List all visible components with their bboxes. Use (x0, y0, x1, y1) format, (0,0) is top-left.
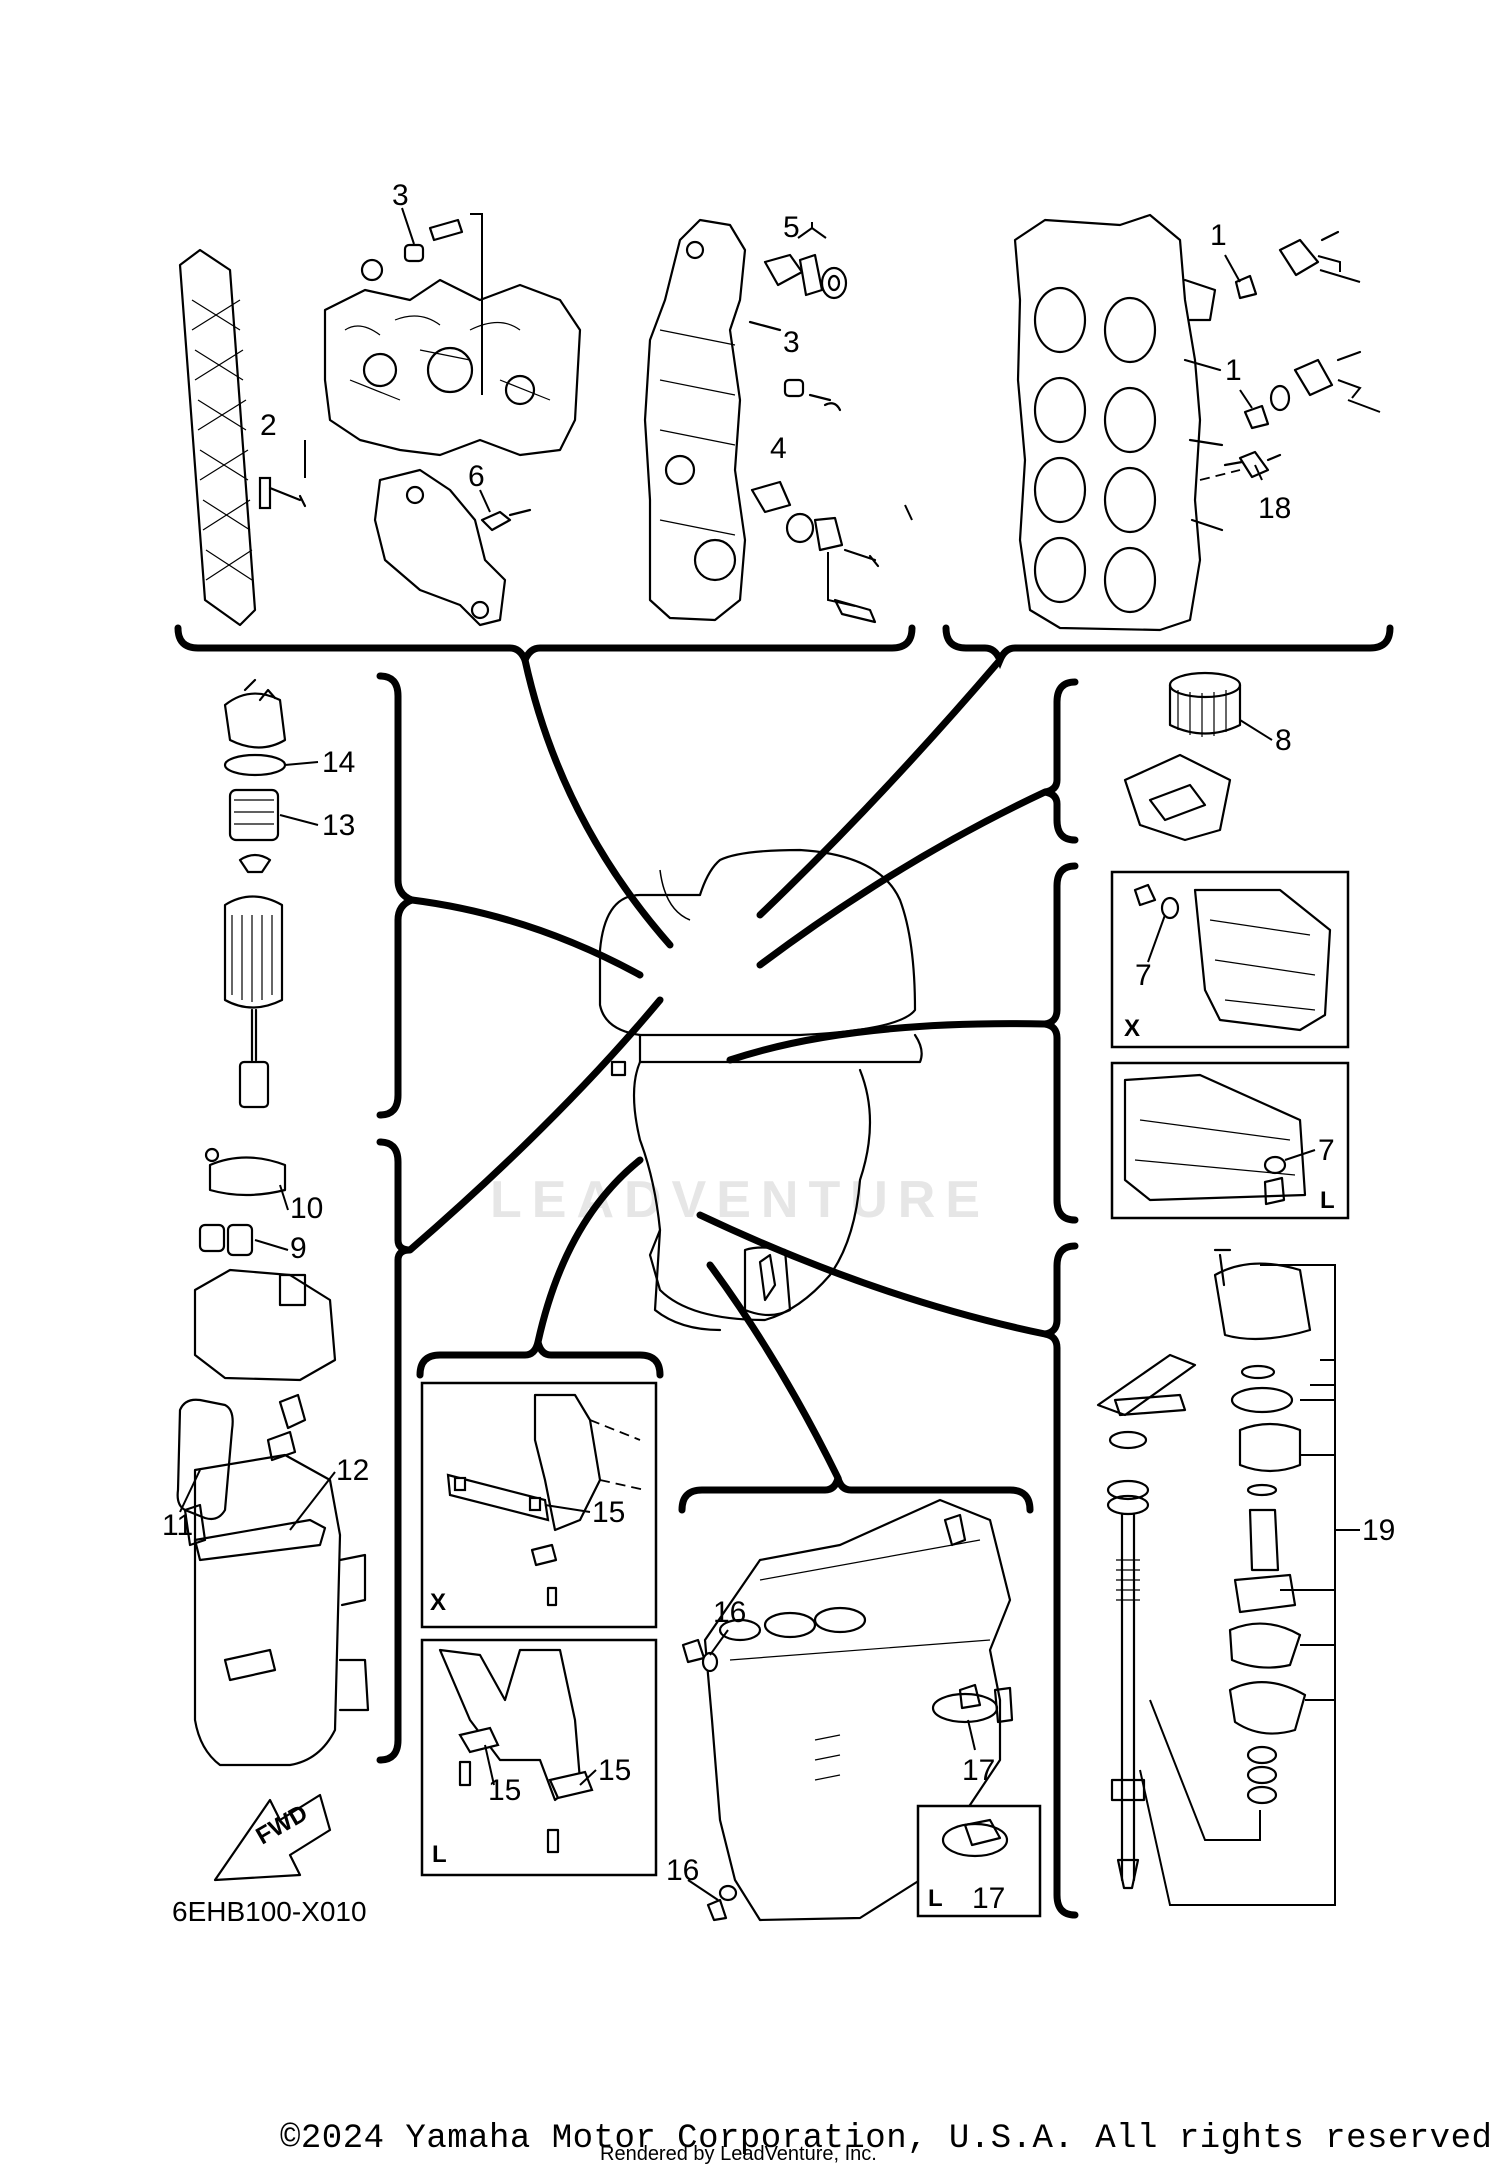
inset-letter-l: L (1320, 1187, 1335, 1214)
inset-anode-l (916, 1804, 1042, 1918)
callout-5: 5 (783, 211, 800, 244)
callout-17: 17 (962, 1754, 995, 1787)
callout-11: 11 (162, 1509, 193, 1542)
callout-labels: 3 5 3 4 2 6 1 1 18 14 13 8 7 7 10 9 12 1… (162, 179, 1395, 1915)
callout-3: 3 (392, 179, 409, 212)
callout-12: 12 (336, 1454, 369, 1487)
callout-2: 2 (260, 409, 277, 442)
callout-15: 15 (592, 1496, 625, 1529)
cylinder-head (1013, 213, 1224, 632)
gasket-part-12 (193, 1393, 327, 1562)
sensor-part-3-mid (748, 320, 842, 412)
callout-17: 17 (972, 1882, 1005, 1915)
inset-drain-x (1110, 870, 1350, 1049)
driveshaft (1096, 1353, 1197, 1890)
exhaust-manifold-plate (643, 218, 747, 622)
callout-7: 7 (1135, 959, 1152, 992)
anode-part-17 (931, 1683, 1014, 1724)
inset-letter-l: L (432, 1841, 447, 1868)
exhaust-cover-gasket (178, 248, 257, 627)
callout-14: 14 (322, 746, 355, 779)
callout-leaders (179, 254, 1316, 1901)
callout-18: 18 (1258, 492, 1291, 525)
callout-16: 16 (713, 1596, 746, 1629)
callout-8: 8 (1275, 724, 1292, 757)
rendered-by-notice: Rendered by LeadVenture, Inc. (600, 2143, 877, 2165)
water-pump-assembly (1139, 1248, 1360, 1906)
outboard-motor-silhouette (598, 848, 923, 1332)
diagram-code: 6EHB100-X010 (172, 1896, 367, 1927)
inset-bracket-l (420, 1638, 658, 1877)
fuel-pump-assembly (183, 1147, 370, 1767)
inset-drain-l (1110, 1061, 1350, 1220)
temperature-sensor-part-18 (1199, 450, 1282, 481)
leadventure-watermark: LEADVENTURE (490, 1171, 991, 1229)
callout-19: 19 (1362, 1514, 1395, 1547)
thermostat-part-1-lower (1243, 350, 1381, 430)
callout-15: 15 (598, 1754, 631, 1787)
sensor-bracket-part-6 (373, 468, 532, 627)
thermostat-part-1-upper (1234, 230, 1361, 300)
copyright-notice: ©2024 Yamaha Motor Corporation, U.S.A. A… (280, 2120, 1500, 2158)
callout-1: 1 (1210, 219, 1227, 252)
connector-lines (406, 656, 1049, 1482)
callout-1: 1 (1225, 354, 1242, 387)
callout-16: 16 (666, 1854, 699, 1887)
thermostat-part-4 (750, 480, 880, 624)
fuel-filter-assembly (223, 678, 287, 1109)
callout-6: 6 (468, 460, 485, 493)
inset-letter-l: L (928, 1885, 943, 1912)
callout-9: 9 (290, 1232, 307, 1265)
fwd-label: FWD (252, 1799, 313, 1850)
thermostat-part-5 (763, 222, 848, 300)
callout-10: 10 (290, 1192, 323, 1225)
o-ring-part-11 (176, 1398, 234, 1521)
callout-4: 4 (770, 432, 787, 465)
callout-13: 13 (322, 809, 355, 842)
inset-letter-x: X (1124, 1015, 1140, 1042)
inset-letter-x: X (430, 1589, 446, 1616)
drain-screw-part-16 (681, 1638, 738, 1922)
callout-3: 3 (783, 326, 800, 359)
clip-part-2 (258, 476, 307, 510)
crankcase-block (323, 278, 582, 457)
oil-filter-part-8 (1123, 671, 1242, 842)
sensor-part-3-top (360, 207, 483, 395)
inset-bracket-x (420, 1381, 658, 1629)
inset-letter-labels: X L X L L (430, 1015, 1335, 1912)
callout-7: 7 (1318, 1134, 1335, 1167)
lower-unit-casing (703, 1498, 1012, 1922)
fwd-arrow: FWD (213, 1793, 332, 1882)
section-braces (174, 624, 1394, 1919)
